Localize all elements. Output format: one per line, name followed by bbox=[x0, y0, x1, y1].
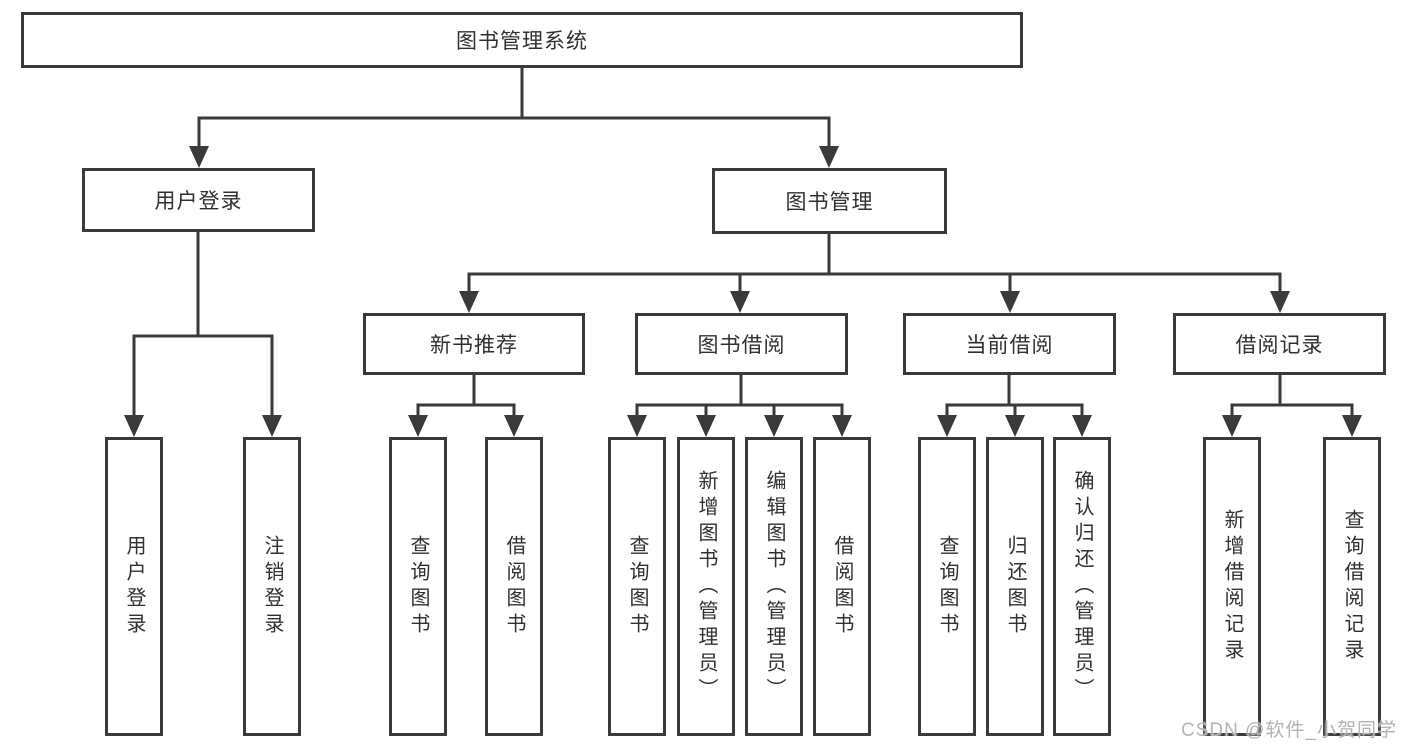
leaf-edit-book-admin: 编辑图书（管理员） bbox=[745, 437, 803, 736]
node-book-borrow: 图书借阅 bbox=[635, 313, 848, 375]
leaf-return-book: 归还图书 bbox=[986, 437, 1044, 736]
leaf-borrow-book-2: 借阅图书 bbox=[813, 437, 871, 736]
leaf-query-book-1: 查询图书 bbox=[389, 437, 447, 736]
leaf-query-book-2: 查询图书 bbox=[608, 437, 666, 736]
leaf-logout-login: 注销登录 bbox=[243, 437, 301, 736]
leaf-confirm-return-admin: 确认归还（管理员） bbox=[1053, 437, 1111, 736]
leaf-add-book-admin: 新增图书（管理员） bbox=[677, 437, 735, 736]
node-borrow-record: 借阅记录 bbox=[1173, 313, 1386, 375]
leaf-borrow-book-1: 借阅图书 bbox=[485, 437, 543, 736]
csdn-watermark: CSDN @软件_小贺同学 bbox=[1181, 720, 1397, 741]
leaf-user-login: 用户登录 bbox=[105, 437, 163, 736]
leaf-add-borrow-record: 新增借阅记录 bbox=[1203, 437, 1261, 736]
leaf-query-book-3: 查询图书 bbox=[918, 437, 976, 736]
node-new-book-recommend: 新书推荐 bbox=[363, 313, 585, 375]
node-current-borrow: 当前借阅 bbox=[903, 313, 1116, 375]
node-user-login: 用户登录 bbox=[82, 168, 315, 232]
leaf-query-borrow-record: 查询借阅记录 bbox=[1323, 437, 1381, 736]
node-book-management: 图书管理 bbox=[712, 168, 947, 234]
node-root: 图书管理系统 bbox=[21, 12, 1023, 68]
